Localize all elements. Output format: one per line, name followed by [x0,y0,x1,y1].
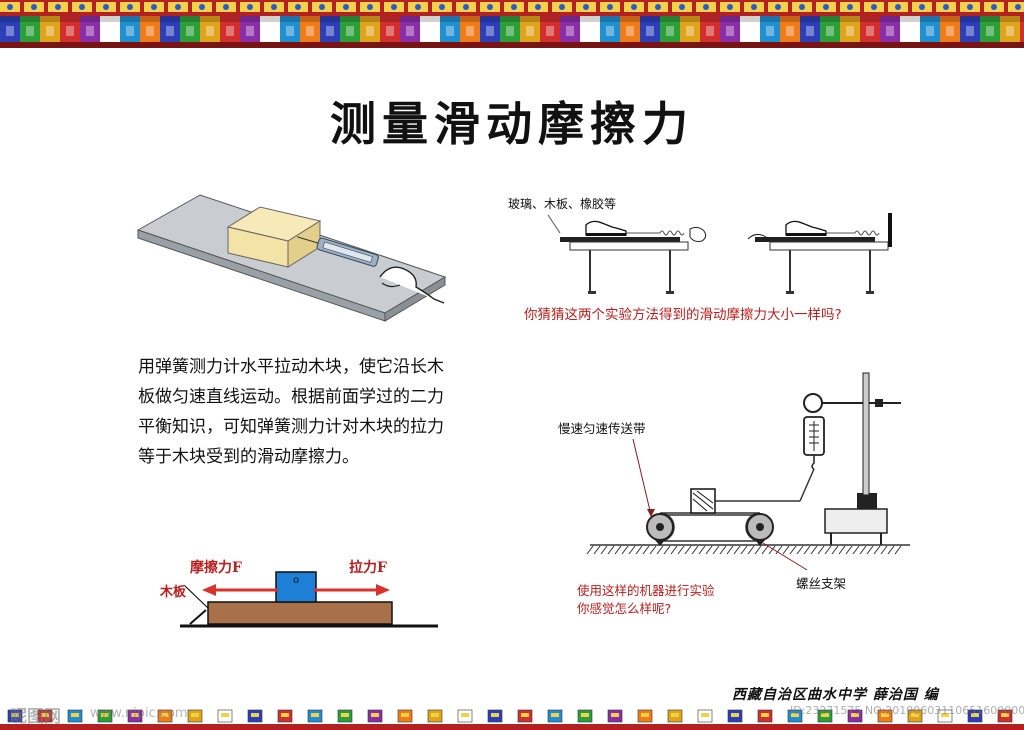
author-credit: 西藏自治区曲水中学 薛治国 编 [732,687,939,703]
watermark-id: ID:23271575 NO:20190603110651600000 [790,704,1024,717]
stand-label: 螺丝支架 [796,576,847,591]
watermark-site: 昵图网 [10,707,61,727]
board-label: 木板 [160,585,187,600]
surface-label: 玻璃、木板、橡胶等 [508,197,617,211]
belt-label: 慢速匀速传送带 [558,421,646,436]
block-on-board-illustration [136,194,447,322]
page-title: 测量滑动摩擦力 [330,97,694,151]
decorative-top-border [0,0,1024,48]
conveyor-question-line1: 使用这样的机器进行实验 [577,583,715,598]
decorative-bottom-border [0,704,1024,730]
conveyor-experiment-illustration [586,372,910,571]
pull-force-label: 拉力F [349,560,387,576]
watermark-url: www.nipic.com [90,706,188,721]
force-diagram [180,571,438,628]
block-mark: o [293,575,300,586]
conveyor-question-line2: 你感觉怎么样呢? [577,601,672,616]
explanation-text: 用弹簧测力计水平拉动木块，使它沿长木板做匀速直线运动。根据前面学过的二力平衡知识… [138,357,444,467]
friction-force-label: 摩擦力F [190,560,242,576]
two-method-comparison-illustration [547,213,892,294]
comparison-question: 你猜猜这两个实验方法得到的滑动摩擦力大小一样吗? [524,307,842,323]
